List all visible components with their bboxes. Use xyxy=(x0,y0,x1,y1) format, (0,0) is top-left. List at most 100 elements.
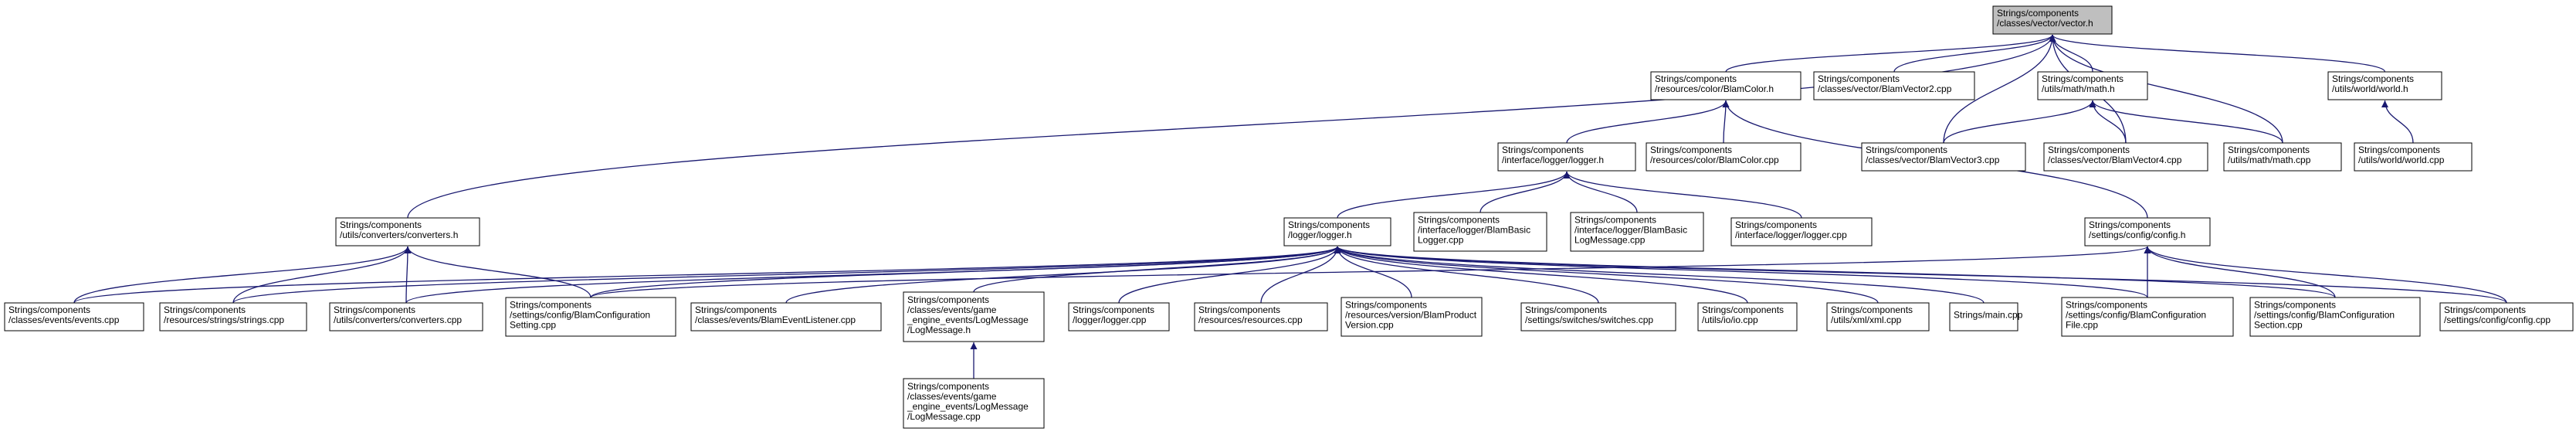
node-switches_cpp[interactable]: Strings/components/settings/switches/swi… xyxy=(1520,302,1676,332)
node-label-math_cpp-line0: Strings/components xyxy=(2228,144,2310,155)
node-config_h[interactable]: Strings/components/settings/config/confi… xyxy=(2084,217,2211,246)
edge-resources_cpp-to-logger_h xyxy=(1260,246,1341,304)
node-label-logger_h-line1: /logger/logger.h xyxy=(1288,230,1352,240)
node-label-world_h-line0: Strings/components xyxy=(2332,73,2414,84)
node-label-blambasiclogmessage_cpp-line1: /interface/logger/BlamBasic xyxy=(1574,225,1687,236)
node-world_h[interactable]: Strings/components/utils/world/world.h xyxy=(2327,71,2442,100)
node-label-config_cpp-line1: /settings/config/config.cpp xyxy=(2444,314,2551,325)
node-label-logmessage_h-line3: /LogMessage.h xyxy=(907,325,971,335)
edge-config_cpp-to-config_h xyxy=(2144,246,2507,304)
node-logger_cpp[interactable]: Strings/components/logger/logger.cpp xyxy=(1068,302,1170,332)
edge-math_cpp-to-vector_h xyxy=(2049,34,2283,144)
node-label-logger_h-line0: Strings/components xyxy=(1288,219,1370,230)
node-label-blamvector4_cpp-line1: /classes/vector/BlamVector4.cpp xyxy=(2048,155,2182,165)
node-math_cpp[interactable]: Strings/components/utils/math/math.cpp xyxy=(2223,142,2342,172)
node-xml_cpp[interactable]: Strings/components/utils/xml/xml.cpp xyxy=(1826,302,1930,332)
node-label-blamconfigfile_cpp-line2: File.cpp xyxy=(2066,320,2098,331)
node-label-blamproductversion_cpp-line0: Strings/components xyxy=(1345,300,1427,311)
node-box-logger_if_h xyxy=(1497,142,1636,172)
node-logmessage_h[interactable]: Strings/components/classes/events/game_e… xyxy=(903,291,1045,342)
node-blamproductversion_cpp[interactable]: Strings/components/resources/version/Bla… xyxy=(1341,297,1483,337)
node-label-io_cpp-line0: Strings/components xyxy=(1702,304,1784,315)
node-box-strings_cpp xyxy=(159,302,307,332)
node-box-logger_if_cpp xyxy=(1730,217,1873,246)
node-label-blamproductversion_cpp-line1: /resources/version/BlamProduct xyxy=(1345,310,1477,321)
node-label-blamproductversion_cpp-line2: Version.cpp xyxy=(1345,320,1394,331)
node-box-converters_h xyxy=(335,217,480,246)
node-box-io_cpp xyxy=(1697,302,1798,332)
node-blamconfigsetting_cpp[interactable]: Strings/components/settings/config/BlamC… xyxy=(505,297,676,337)
node-blamconfigfile_cpp[interactable]: Strings/components/settings/config/BlamC… xyxy=(2061,297,2234,337)
edge-events_cpp-to-logger_h xyxy=(73,246,1341,304)
node-label-resources_cpp-line0: Strings/components xyxy=(1198,304,1280,315)
node-resources_cpp[interactable]: Strings/components/resources/resources.c… xyxy=(1194,302,1328,332)
node-box-blambasiclogmessage_cpp xyxy=(1570,212,1704,252)
node-blamvector4_cpp[interactable]: Strings/components/classes/vector/BlamVe… xyxy=(2043,142,2208,172)
node-converters_cpp[interactable]: Strings/components/utils/converters/conv… xyxy=(329,302,483,332)
node-converters_h[interactable]: Strings/components/utils/converters/conv… xyxy=(335,217,480,246)
node-label-logmessage_h-line1: /classes/events/game xyxy=(907,304,997,315)
node-label-blambasiclogger_cpp-line2: Logger.cpp xyxy=(1418,235,1464,246)
edge-blambasiclogger_cpp-to-logger_if_h xyxy=(1480,171,1571,213)
node-logger_h[interactable]: Strings/components/logger/logger.h xyxy=(1283,217,1391,246)
node-blamconfigsection_cpp[interactable]: Strings/components/settings/config/BlamC… xyxy=(2249,297,2421,337)
node-label-vector_h-line1: /classes/vector/vector.h xyxy=(1997,18,2093,29)
node-box-logger_h xyxy=(1283,217,1391,246)
node-logger_if_h[interactable]: Strings/components/interface/logger/logg… xyxy=(1497,142,1636,172)
edge-logger_if_h-to-blamcolor_h xyxy=(1566,100,1730,144)
node-logger_if_cpp[interactable]: Strings/components/interface/logger/logg… xyxy=(1730,217,1873,246)
node-events_cpp[interactable]: Strings/components/classes/events/events… xyxy=(4,302,144,332)
node-io_cpp[interactable]: Strings/components/utils/io/io.cpp xyxy=(1697,302,1798,332)
node-strings_cpp[interactable]: Strings/components/resources/strings/str… xyxy=(159,302,307,332)
node-box-main_cpp xyxy=(1949,302,2018,332)
node-box-blamcolor_cpp xyxy=(1646,142,1802,172)
node-logmessage_cpp[interactable]: Strings/components/classes/events/game_e… xyxy=(903,378,1045,429)
node-blamcolor_h[interactable]: Strings/components/resources/color/BlamC… xyxy=(1650,71,1802,100)
node-vector_h[interactable]: Strings/components/classes/vector/vector… xyxy=(1992,5,2113,35)
node-box-math_h xyxy=(2037,71,2148,100)
node-blambasiclogmessage_cpp[interactable]: Strings/components/interface/logger/Blam… xyxy=(1570,212,1704,252)
edge-logmessage_h-to-logger_h xyxy=(973,246,1341,293)
node-label-config_cpp-line0: Strings/components xyxy=(2444,304,2526,315)
node-config_cpp[interactable]: Strings/components/settings/config/confi… xyxy=(2439,302,2574,332)
node-label-logmessage_h-line0: Strings/components xyxy=(907,294,989,305)
node-label-converters_h-line1: /utils/converters/converters.h xyxy=(340,230,458,240)
node-blambasiclogger_cpp[interactable]: Strings/components/interface/logger/Blam… xyxy=(1413,212,1547,252)
node-box-resources_cpp xyxy=(1194,302,1328,332)
node-blameventlistener_cpp[interactable]: Strings/components/classes/events/BlamEv… xyxy=(690,302,882,332)
node-blamcolor_cpp[interactable]: Strings/components/resources/color/BlamC… xyxy=(1646,142,1802,172)
edge-blamconfigfile_cpp-to-logger_h xyxy=(1334,246,2148,298)
node-main_cpp[interactable]: Strings/main.cpp xyxy=(1949,302,2023,332)
node-label-blamcolor_cpp-line0: Strings/components xyxy=(1650,144,1732,155)
node-blamvector2_cpp[interactable]: Strings/components/classes/vector/BlamVe… xyxy=(1813,71,1975,100)
node-label-logger_cpp-line0: Strings/components xyxy=(1073,304,1154,315)
node-label-vector_h-line0: Strings/components xyxy=(1997,8,2079,19)
node-label-blambasiclogger_cpp-line1: /interface/logger/BlamBasic xyxy=(1418,225,1530,236)
node-box-xml_cpp xyxy=(1826,302,1930,332)
node-box-converters_cpp xyxy=(329,302,483,332)
node-math_h[interactable]: Strings/components/utils/math/math.h xyxy=(2037,71,2148,100)
edge-blamvector3_cpp-to-math_h xyxy=(1943,100,2096,144)
node-world_cpp[interactable]: Strings/components/utils/world/world.cpp xyxy=(2354,142,2473,172)
node-label-events_cpp-line1: /classes/events/events.cpp xyxy=(8,314,120,325)
node-label-events_cpp-line0: Strings/components xyxy=(8,304,90,315)
node-box-events_cpp xyxy=(4,302,144,332)
node-label-blamvector4_cpp-line0: Strings/components xyxy=(2048,144,2130,155)
node-label-blamvector2_cpp-line0: Strings/components xyxy=(1818,73,1900,84)
node-label-strings_cpp-line0: Strings/components xyxy=(164,304,246,315)
node-blamvector3_cpp[interactable]: Strings/components/classes/vector/BlamVe… xyxy=(1861,142,2026,172)
edge-world_cpp-to-world_h xyxy=(2381,100,2414,144)
node-label-blamconfigfile_cpp-line0: Strings/components xyxy=(2066,300,2147,311)
node-box-blamconfigsetting_cpp xyxy=(505,297,676,337)
node-label-converters_cpp-line0: Strings/components xyxy=(334,304,415,315)
edge-xml_cpp-to-logger_h xyxy=(1334,246,1879,304)
node-box-logger_cpp xyxy=(1068,302,1170,332)
node-box-world_cpp xyxy=(2354,142,2473,172)
node-label-blamconfigsetting_cpp-line2: Setting.cpp xyxy=(510,320,556,331)
node-label-blameventlistener_cpp-line1: /classes/events/BlamEventListener.cpp xyxy=(695,314,856,325)
node-box-blambasiclogger_cpp xyxy=(1413,212,1547,252)
edge-config_cpp-to-logger_h xyxy=(1334,246,2507,304)
node-label-logmessage_cpp-line0: Strings/components xyxy=(907,381,989,392)
node-label-logger_cpp-line1: /logger/logger.cpp xyxy=(1073,314,1147,325)
